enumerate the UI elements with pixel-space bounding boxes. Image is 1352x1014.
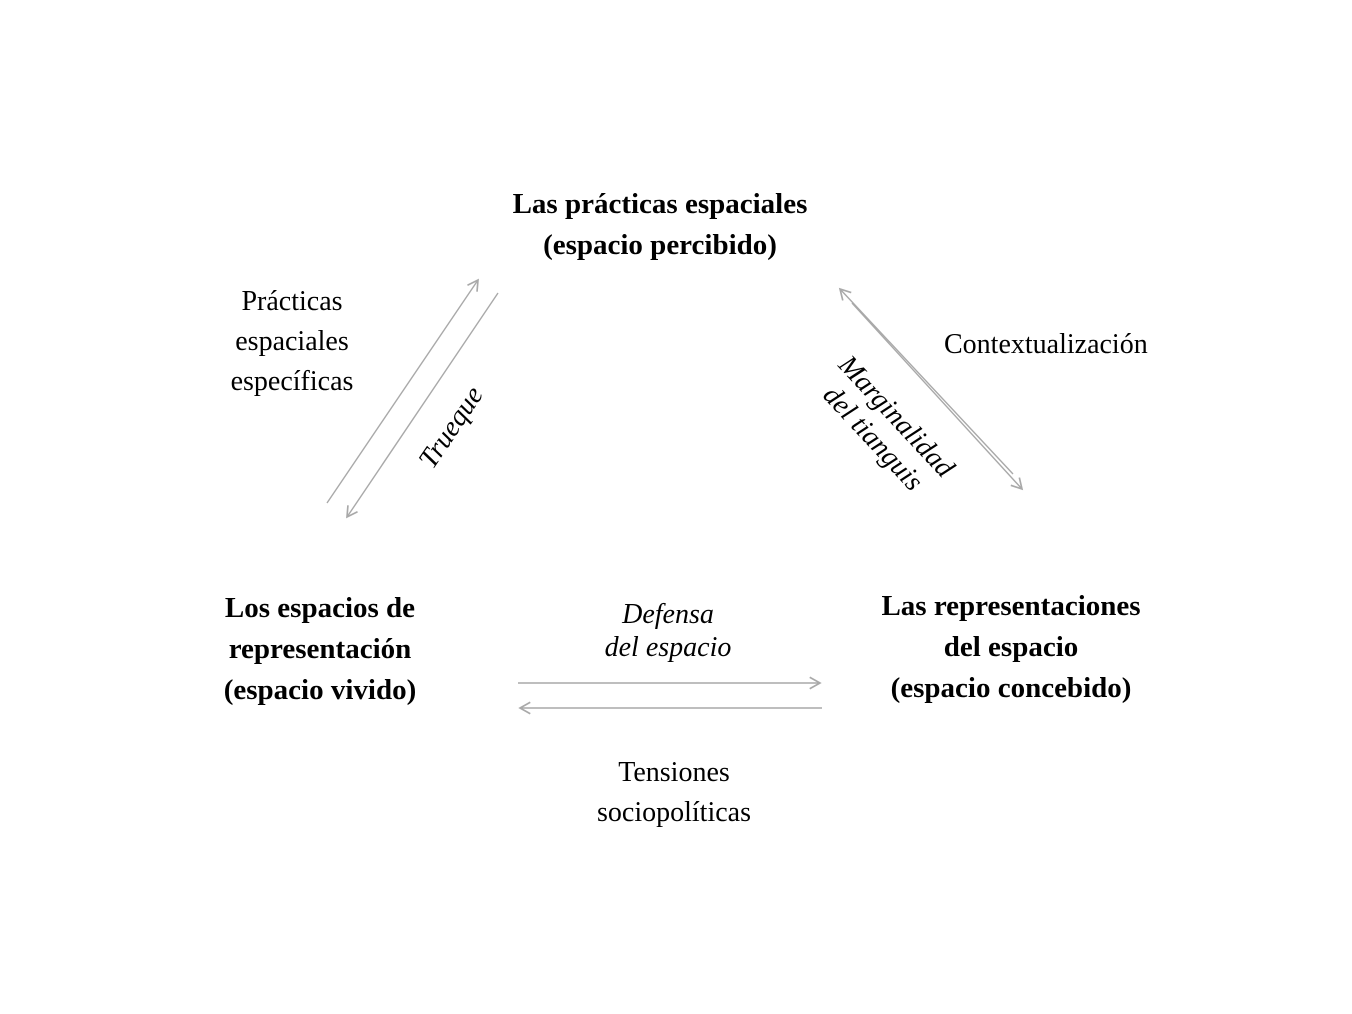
edge-label-marginalidad: Marginalidad del tianguis — [808, 350, 960, 507]
edge-label-tensiones-sociopoliticas: Tensiones sociopolíticas — [597, 753, 751, 833]
edge-label-trueque: Trueque — [412, 380, 490, 475]
node-representations-of-space-line2: del espacio — [943, 631, 1079, 664]
edge-label-defensa-line1: Defensa — [622, 599, 714, 630]
node-spatial-practices-line1: Las prácticas espaciales — [512, 188, 808, 220]
edge-label-specific-spatial-practices-line3: específicas — [230, 365, 354, 397]
node-spaces-of-representation-line3: (espacio vivido) — [223, 674, 417, 707]
node-spaces-of-representation-line2: representación — [228, 633, 412, 666]
edge-label-specific-spatial-practices-line1: Prácticas — [241, 286, 343, 317]
edge-label-specific-spatial-practices: Prácticas espaciales específicas — [231, 282, 354, 401]
edge-label-specific-spatial-practices-line2: espaciales — [235, 325, 349, 357]
edge-label-contextualizacion: Contextualización — [944, 329, 1148, 360]
node-spatial-practices-line2: (espacio percibido) — [543, 229, 777, 262]
edge-label-defensa-line2: del espacio — [604, 632, 732, 664]
node-representations-of-space-line1: Las representaciones — [881, 590, 1141, 622]
node-spaces-of-representation-line1: Los espacios de — [224, 592, 416, 624]
node-spaces-of-representation: Los espacios de representación (espacio … — [224, 588, 417, 712]
edge-label-tensiones-line1: Tensiones — [618, 757, 730, 788]
edge-label-defensa-del-espacio: Defensa del espacio — [605, 598, 732, 664]
node-spatial-practices: Las prácticas espaciales (espacio percib… — [513, 184, 808, 266]
node-representations-of-space-line3: (espacio concebido) — [890, 672, 1132, 705]
node-representations-of-space: Las representaciones del espacio (espaci… — [881, 586, 1140, 710]
edge-label-tensiones-line2: sociopolíticas — [597, 796, 751, 828]
